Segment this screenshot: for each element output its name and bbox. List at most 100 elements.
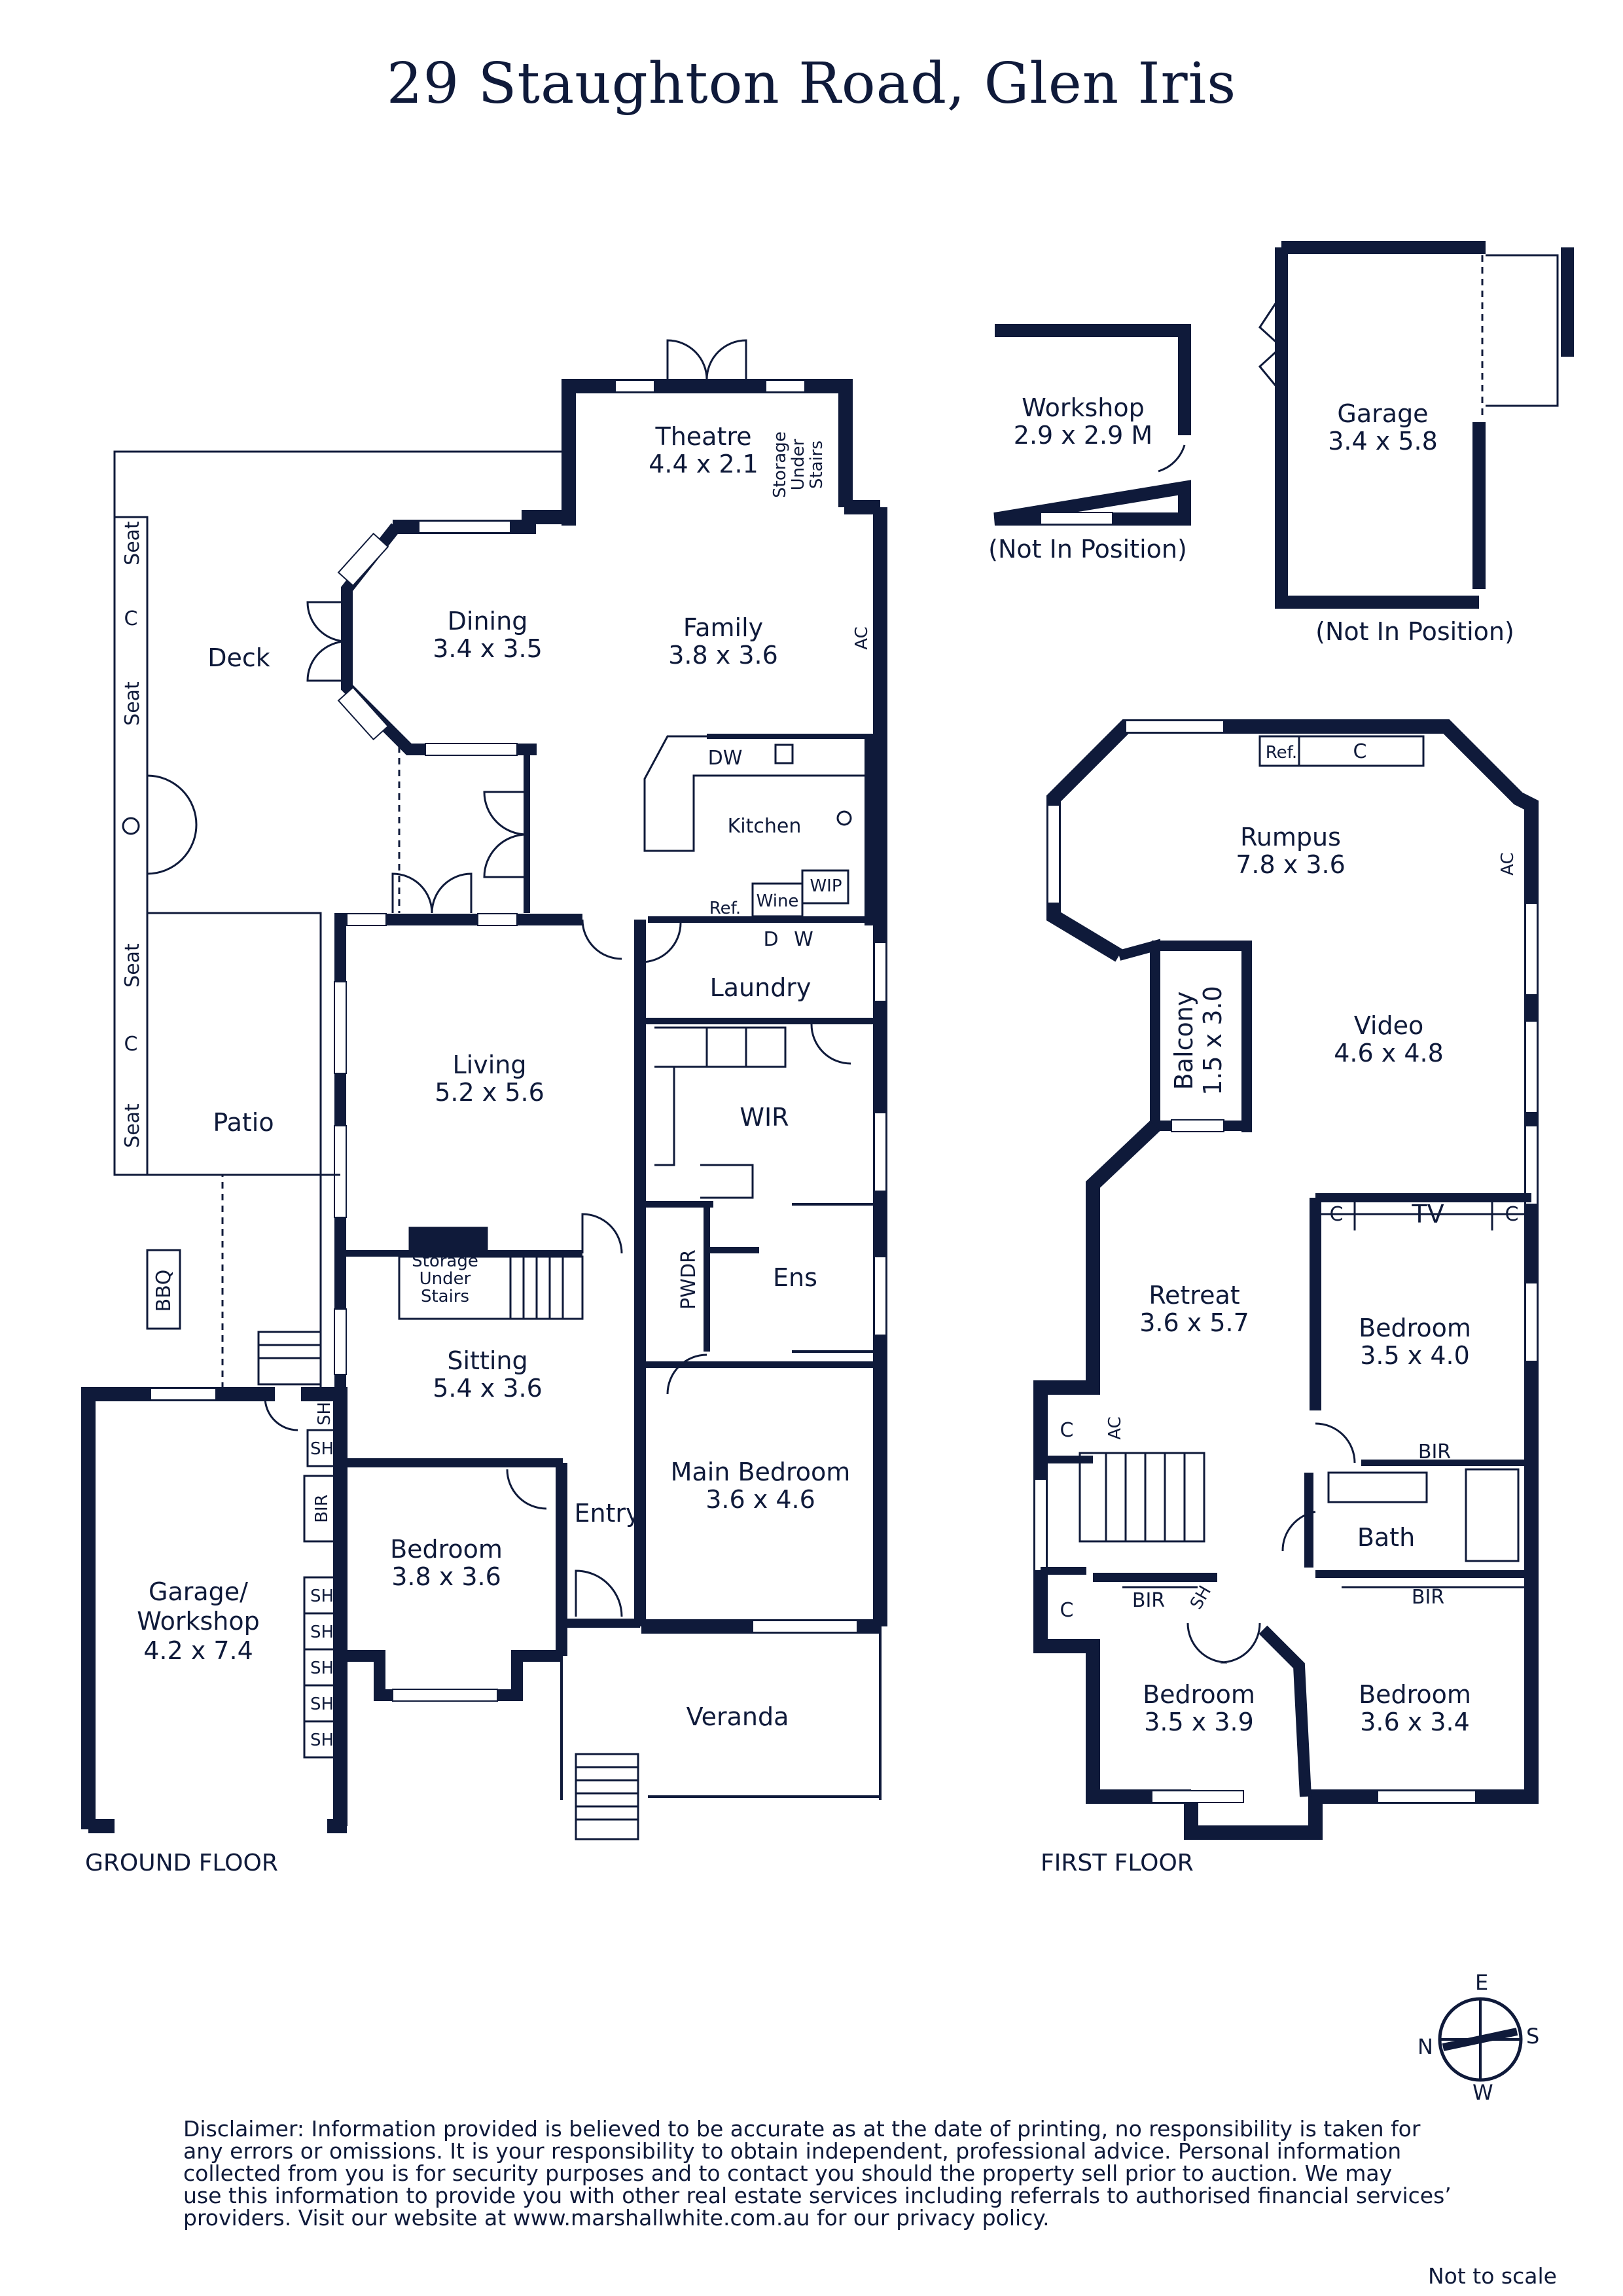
c-label: C [124,1033,138,1056]
window [874,1256,887,1336]
patio-label: Patio [213,1108,274,1137]
video-label: Video [1354,1011,1423,1040]
compass-e: E [1475,1970,1488,1995]
door-swing [1158,444,1186,473]
window [1525,903,1538,996]
bir-label: BIR [1132,1589,1165,1612]
patio-line [147,912,322,1394]
window [346,913,387,926]
bedroom-3-label: Bedroom [1359,1680,1471,1709]
door-swing [581,1213,623,1254]
bath-label: Bath [1357,1523,1415,1552]
d-label: D [763,928,778,951]
shelves [306,1429,342,1467]
cooktop [836,810,852,826]
disclaimer-line: Disclaimer: Information provided is beli… [183,2116,1421,2142]
balcony-label: Balcony [1169,992,1198,1090]
window [1525,1020,1538,1113]
deck-label: Deck [207,643,270,672]
workshop-size: 2.9 x 2.9 M [1014,421,1152,450]
garage-workshop-size: 4.2 x 7.4 [143,1636,253,1665]
video-size: 4.6 x 4.8 [1334,1039,1444,1067]
sh-label: SH [310,1695,334,1714]
ground-floor-label: GROUND FLOOR [85,1850,278,1876]
window [392,1689,498,1702]
wir-label: WIR [740,1103,789,1132]
c-label: C [124,607,138,630]
rumpus-label: Rumpus [1240,823,1341,852]
bbq-box [146,1249,181,1330]
theatre-label: Theatre [654,422,751,451]
bath-fixtures [1327,1468,1520,1562]
bir-label: BIR [1412,1586,1444,1609]
door-swing [264,1397,298,1431]
bedroom-ground-size: 3.8 x 3.6 [391,1562,501,1591]
shelf [654,1066,675,1166]
window [1525,1282,1538,1362]
garage-walls [1275,241,1574,609]
first-floor-plan [1033,719,1539,1840]
bedroom-2-label: Bedroom [1143,1680,1255,1709]
door-swing [483,791,527,878]
dining-size: 3.4 x 3.5 [433,634,543,663]
wall [1046,719,1237,962]
shelf [700,1164,754,1199]
veranda-label: Veranda [687,1702,789,1731]
door-swing [391,872,473,914]
storage-label: Under [419,1269,471,1289]
scale-note: Not to scale [1428,2263,1557,2289]
main-bedroom-label: Main Bedroom [671,1458,851,1486]
compass-n: N [1418,2034,1433,2059]
page-title: 29 Staughton Road, Glen Iris [386,51,1237,117]
storage-label: Under [789,439,808,490]
storage-label: Storage [412,1251,478,1271]
door-swing [666,339,747,380]
stairs [575,1753,639,1840]
floor-labels: GROUND FLOOR FIRST FLOOR [85,1850,1194,1876]
sitting-size: 5.4 x 3.6 [433,1374,543,1403]
ground-floor-plan [81,339,887,1840]
wine-label: Wine [757,891,799,911]
window [765,380,806,393]
stairs [398,1255,584,1320]
storage-label: Stairs [807,440,827,489]
compass: E S N W [1418,1970,1539,2105]
bbq-label: BBQ [152,1270,175,1312]
ens-label: Ens [773,1263,817,1292]
storage-label: Stairs [421,1287,469,1306]
bir-label: BIR [1418,1441,1451,1463]
window [1034,1479,1047,1571]
outbuildings [993,241,1574,609]
ref-label: Ref. [1266,743,1297,762]
door-swing [1258,294,1283,393]
ref-label: Ref. [709,899,741,918]
door-swing [1186,1623,1261,1664]
garage-workshop-line2: Workshop [137,1607,259,1636]
kitchen-label: Kitchen [728,815,802,838]
deck-outline [113,450,569,1176]
window [150,1388,217,1401]
window [1377,1790,1476,1803]
disclaimer-line: providers. Visit our website at www.mars… [183,2205,1050,2231]
disclaimer-line: use this information to provide you with… [183,2183,1452,2208]
living-size: 5.2 x 5.6 [435,1078,544,1107]
laundry-label: Laundry [710,973,812,1002]
rumpus-size: 7.8 x 3.6 [1236,850,1346,879]
sink [774,744,794,764]
family-size: 3.8 x 3.6 [668,641,778,670]
seat-label: Seat [121,521,144,565]
compass-s: S [1526,2024,1539,2049]
window [1125,720,1224,733]
sh-label: SH [310,1623,334,1642]
sh-label: SH [310,1439,334,1459]
first-floor-label: FIRST FLOOR [1041,1850,1194,1876]
garage-size: 3.4 x 5.8 [1328,427,1438,456]
seat-label: Seat [121,1103,144,1148]
fireplace [408,1227,488,1251]
window [1047,804,1060,904]
bedroom-ground-label: Bedroom [390,1535,503,1564]
sh-label: SH [310,1659,334,1678]
shelves [303,1576,342,1759]
bedroom-3-size: 3.6 x 3.4 [1360,1708,1470,1736]
bedroom-2-size: 3.5 x 3.9 [1144,1708,1254,1736]
